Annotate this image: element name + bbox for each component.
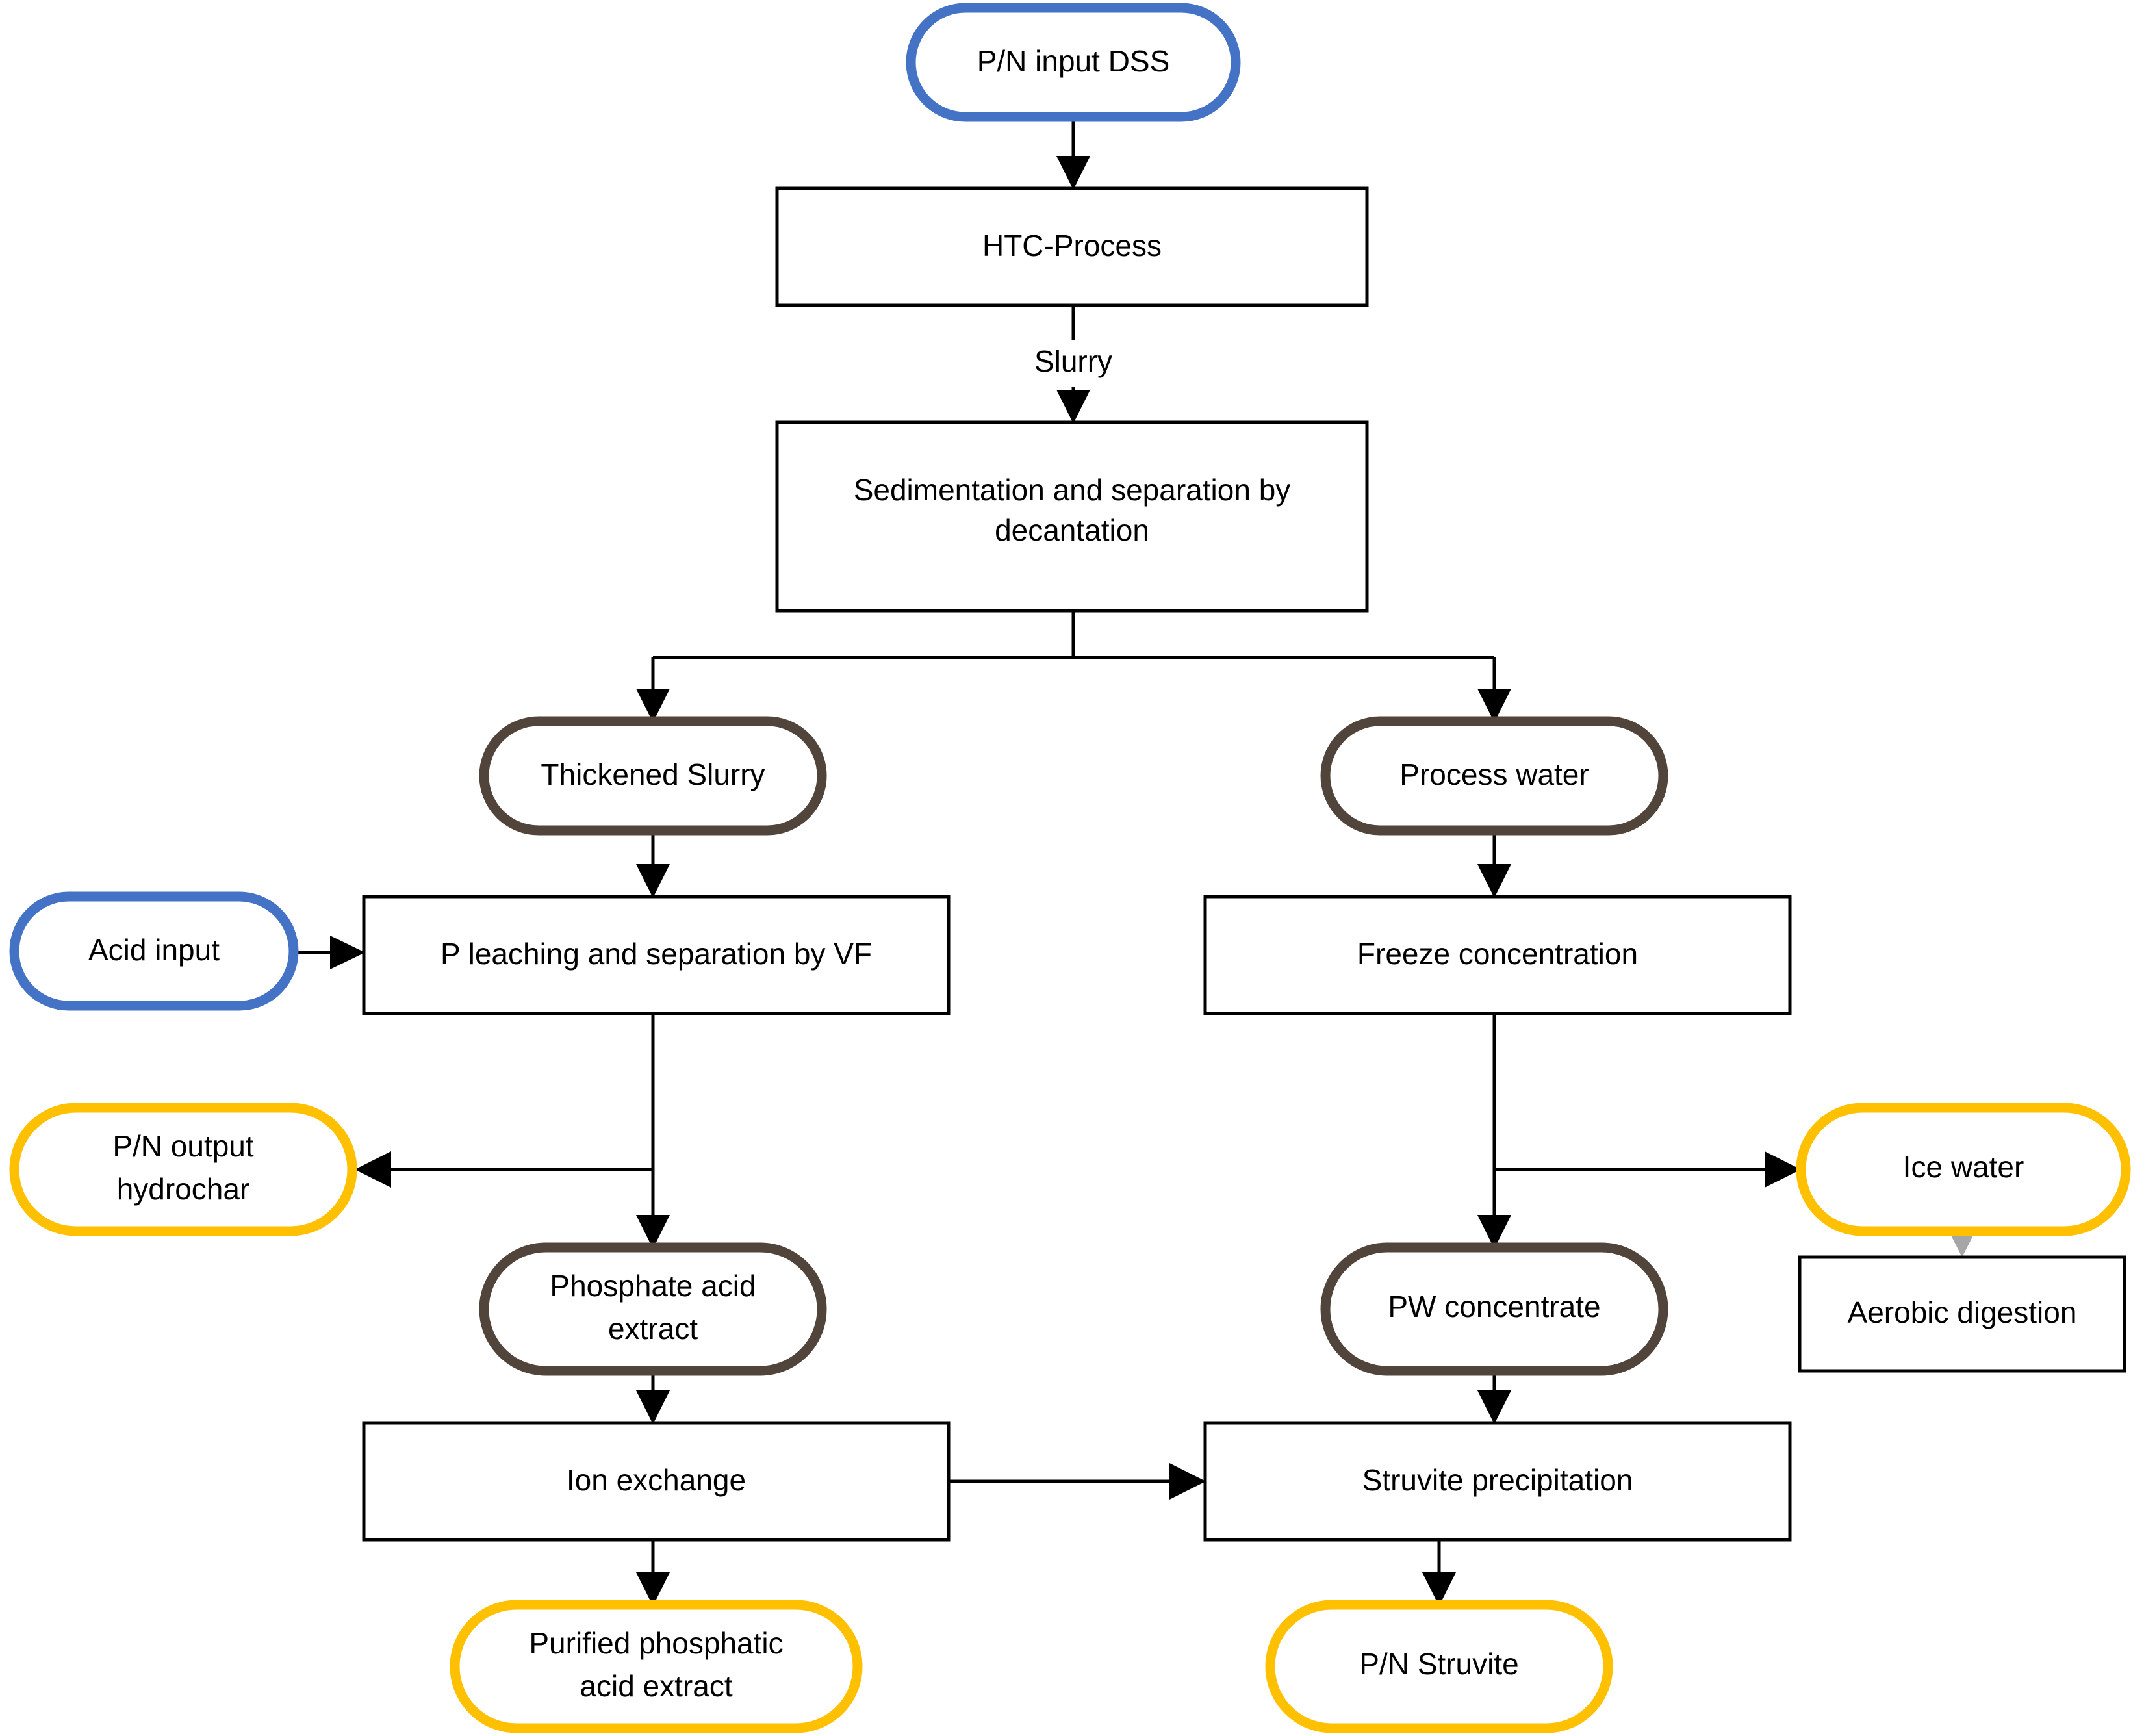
node-pn-struvite[interactable]: P/N Struvite xyxy=(1265,1600,1613,1733)
edge-freeze-concentration-to-ice-water xyxy=(1494,1151,1801,1188)
node-label-thickened-slurry: Thickened Slurry xyxy=(541,758,765,791)
node-sedimentation[interactable]: Sedimentation and separation by decantat… xyxy=(0,0,1369,613)
node-purified-phosphatic-acid-extract[interactable]: Purified phosphatic acid extract Purifie… xyxy=(0,0,863,1733)
node-label-sedimentation-line1: Sedimentation and separation by xyxy=(854,473,1291,507)
edge-pw-concentrate-to-struvite-precipitation xyxy=(1477,1371,1511,1424)
node-pn-output-hydrochar[interactable]: P/N output hydrochar P/N output hydrocha… xyxy=(0,0,357,1236)
node-label-phosphate-acid-extract-line1: Phosphate acid xyxy=(550,1269,756,1303)
node-label-process-water: Process water xyxy=(1399,758,1589,791)
edge-ion-exchange-to-purified-phosphatic-acid-extract xyxy=(636,1540,670,1606)
edge-process-water-to-freeze-concentration xyxy=(1477,830,1511,898)
node-label-pn-input-dss: P/N input DSS xyxy=(977,44,1170,78)
edge-htc-process-to-sedimentation xyxy=(1056,305,1090,424)
node-ion-exchange[interactable]: Ion exchange xyxy=(362,1421,951,1542)
node-label-sedimentation-line2: decantation xyxy=(995,513,1149,547)
edge-label-slurry: Slurry xyxy=(1034,344,1112,378)
node-struvite-precipitation[interactable]: Struvite precipitation xyxy=(1203,1421,1792,1542)
edge-sedimentation-split xyxy=(636,611,1511,722)
node-process-water[interactable]: Process water xyxy=(1320,716,1668,836)
node-label-freeze-concentration: Freeze concentration xyxy=(1357,937,1638,971)
node-pw-concentrate[interactable]: PW concentrate xyxy=(1320,1242,1668,1376)
node-label-p-leaching: P leaching and separation by VF xyxy=(440,937,872,971)
node-label-phosphate-acid-extract-line2: extract xyxy=(608,1312,698,1346)
node-phosphate-acid-extract[interactable]: Phosphate acid extract Phosphate acid ex… xyxy=(0,0,827,1376)
node-htc-process[interactable]: HTC-Process xyxy=(775,186,1369,307)
node-label-ion-exchange: Ion exchange xyxy=(567,1463,746,1497)
edge-freeze-concentration-to-pw-concentrate xyxy=(1477,1215,1511,1249)
edge-struvite-precipitation-to-pn-struvite xyxy=(1422,1540,1456,1606)
edge-phosphate-acid-extract-to-ion-exchange xyxy=(636,1371,670,1424)
node-label-pn-output-hydrochar-line1: P/N output xyxy=(112,1129,254,1163)
edge-acid-input-to-p-leaching xyxy=(294,936,365,969)
node-freeze-concentration[interactable]: Freeze concentration xyxy=(1203,895,1792,1015)
edge-p-leaching-to-pn-output-hydrochar xyxy=(355,1151,653,1188)
node-label-struvite-precipitation: Struvite precipitation xyxy=(1362,1463,1633,1497)
node-label-purified-phosphatic-acid-extract-line2: acid extract xyxy=(580,1669,732,1703)
edge-thickened-slurry-to-p-leaching xyxy=(636,830,670,898)
node-ice-water[interactable]: Ice water xyxy=(1796,1103,2131,1236)
node-label-pn-output-hydrochar-line2: hydrochar xyxy=(117,1172,250,1206)
node-label-pn-struvite: P/N Struvite xyxy=(1359,1647,1518,1681)
edge-p-leaching-to-phosphate-acid-extract xyxy=(636,1215,670,1249)
node-label-pw-concentrate: PW concentrate xyxy=(1388,1290,1600,1323)
node-label-ice-water: Ice water xyxy=(1903,1150,2024,1184)
node-label-acid-input: Acid input xyxy=(88,933,220,967)
node-acid-input[interactable]: Acid input xyxy=(9,891,299,1011)
node-p-leaching[interactable]: P leaching and separation by VF xyxy=(362,895,951,1015)
edge-ion-exchange-to-struvite-precipitation xyxy=(949,1463,1206,1500)
node-thickened-slurry[interactable]: Thickened Slurry xyxy=(479,716,827,836)
node-pn-input-dss[interactable]: P/N input DSS xyxy=(906,3,1241,122)
node-label-aerobic-digestion: Aerobic digestion xyxy=(1848,1296,2077,1329)
node-label-htc-process: HTC-Process xyxy=(982,229,1162,262)
edge-pn-input-dss-to-htc-process xyxy=(1056,117,1090,190)
node-aerobic-digestion[interactable]: Aerobic digestion xyxy=(1798,1255,2126,1373)
node-label-purified-phosphatic-acid-extract-line1: Purified phosphatic xyxy=(529,1626,783,1660)
